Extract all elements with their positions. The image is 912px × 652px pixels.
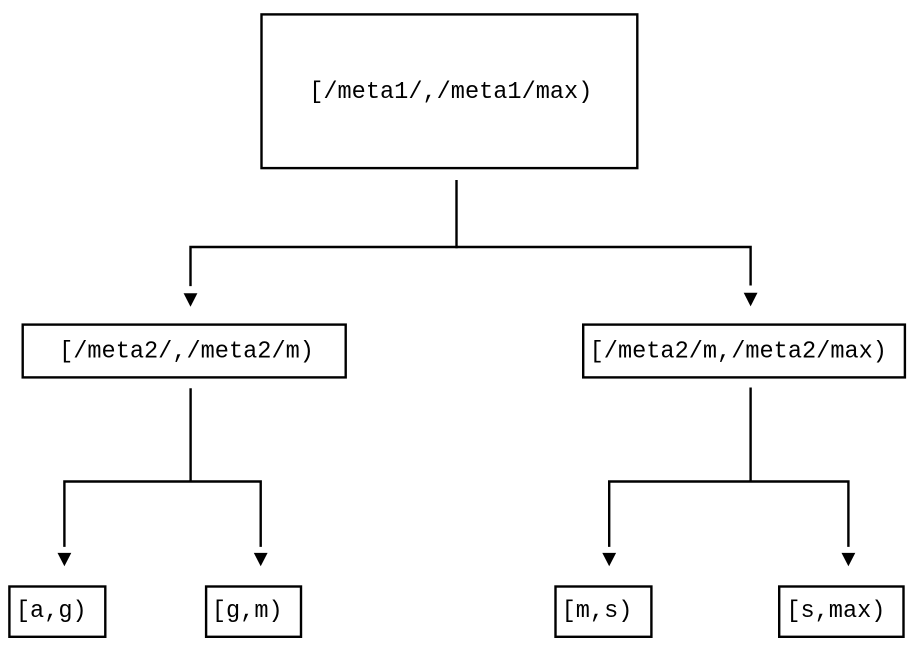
svg-text:[m,s): [m,s) <box>562 598 633 625</box>
svg-text:[a,g): [a,g) <box>16 598 87 625</box>
svg-text:[/meta1/,/meta1/max): [/meta1/,/meta1/max) <box>309 79 592 106</box>
svg-text:[/meta2/m,/meta2/max): [/meta2/m,/meta2/max) <box>590 339 887 366</box>
svg-text:[g,m): [g,m) <box>212 598 283 625</box>
svg-text:[/meta2/,/meta2/m): [/meta2/,/meta2/m) <box>59 339 314 366</box>
svg-text:[s,max): [s,max) <box>786 598 885 625</box>
